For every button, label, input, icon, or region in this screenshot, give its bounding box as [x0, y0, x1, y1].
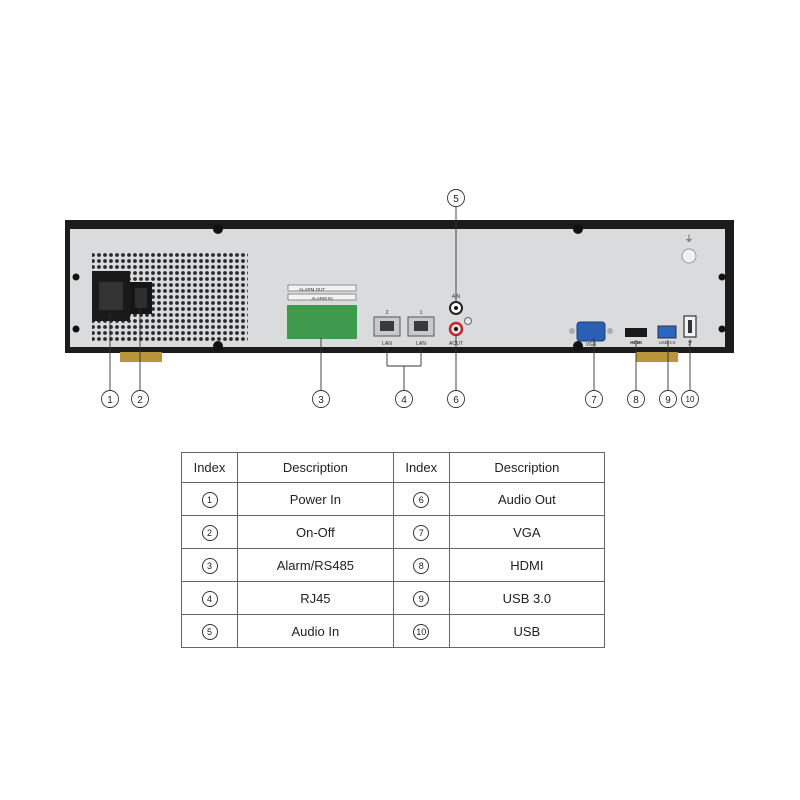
usb-port-tongue	[688, 320, 692, 333]
vga-screw-icon	[607, 328, 613, 334]
description-cell: USB	[448, 614, 606, 648]
index-cell: 5	[180, 614, 239, 648]
description-cell: Audio In	[237, 614, 394, 648]
description-cell: Audio Out	[448, 482, 606, 516]
vga-label: VGA	[586, 342, 597, 348]
callout-circles	[101, 189, 699, 408]
ground-icon: ⏚	[684, 234, 693, 244]
description-cell: On-Off	[237, 515, 394, 549]
callout-8: 8	[633, 395, 639, 406]
callout-9: 9	[665, 395, 671, 406]
description-cell: USB 3.0	[448, 581, 606, 615]
callout-6: 6	[453, 395, 459, 406]
audio-in-hole	[454, 306, 458, 310]
description-cell: Alarm/RS485	[237, 548, 394, 582]
index-cell: 4	[180, 581, 239, 615]
description-cell: Power In	[237, 482, 394, 516]
index-cell: 7	[392, 515, 450, 549]
callout-3: 3	[318, 395, 324, 406]
description-cell: VGA	[448, 515, 606, 549]
index-badge: 6	[413, 491, 430, 508]
callout-1: 1	[107, 395, 113, 406]
rubber-foot	[120, 352, 162, 362]
lan-label-2: LAN	[382, 341, 392, 347]
ground-screw	[681, 248, 697, 264]
rubber-foot	[636, 352, 678, 362]
audio-out-hole	[454, 327, 458, 331]
port-description-table: Index Description Index Description 1 Po…	[180, 452, 606, 648]
table-header-row: Index Description Index Description	[180, 452, 606, 483]
vga-screw-icon	[569, 328, 575, 334]
callout-2: 2	[137, 395, 143, 406]
lan-port-socket	[414, 321, 428, 331]
screw-icon	[573, 341, 583, 351]
screw-icon	[718, 325, 726, 333]
callout-7: 7	[591, 395, 597, 406]
alarm-terminal-block[interactable]	[287, 284, 357, 339]
index-cell: 3	[180, 548, 239, 582]
index-cell: 10	[392, 614, 450, 648]
lan-port-socket	[380, 321, 394, 331]
callout-10: 10	[686, 395, 695, 404]
index-cell: 9	[392, 581, 450, 615]
description-cell: RJ45	[237, 581, 394, 615]
table-row: 3 Alarm/RS485 8 HDMI	[180, 548, 606, 582]
power-switch-rocker	[135, 288, 147, 308]
lan-index-1: 1	[420, 310, 423, 316]
header-index: Index	[392, 452, 450, 483]
index-badge: 10	[413, 623, 430, 640]
description-cell: HDMI	[448, 548, 606, 582]
index-badge: 4	[201, 590, 218, 607]
index-cell: 2	[180, 515, 239, 549]
header-description: Description	[237, 452, 394, 483]
usb3-label: USB 3.0	[659, 340, 676, 345]
lan-label-1: LAN	[416, 341, 426, 347]
index-badge: 7	[413, 524, 430, 541]
lan-index-2: 2	[386, 310, 389, 316]
index-cell: 1	[180, 482, 239, 516]
power-socket-inner	[99, 282, 123, 310]
table-row: 1 Power In 6 Audio Out	[180, 482, 606, 516]
screw-icon	[573, 224, 583, 234]
leader-lines	[109, 206, 691, 390]
audio-screw-icon	[464, 317, 472, 325]
index-badge: 5	[201, 623, 218, 640]
table-row: 5 Audio In 10 USB	[180, 614, 606, 648]
screw-icon	[72, 273, 80, 281]
index-cell: 6	[392, 482, 450, 516]
screw-icon	[213, 341, 223, 351]
screw-icon	[72, 325, 80, 333]
index-badge: 2	[201, 524, 218, 541]
screw-icon	[213, 224, 223, 234]
alarm-in-label: ALARM IN	[311, 296, 332, 301]
callout-5: 5	[453, 194, 459, 205]
nvr-rear-panel-diagram: ALARM OUT ALARM IN 2 1 LAN LAN AIN AOUT …	[65, 189, 734, 408]
index-badge: 9	[413, 590, 430, 607]
index-badge: 1	[201, 491, 218, 508]
hdmi-port[interactable]	[625, 328, 647, 337]
header-description: Description	[448, 452, 606, 483]
header-index: Index	[180, 452, 239, 483]
usb3-port[interactable]	[657, 325, 677, 339]
vga-port[interactable]	[576, 321, 606, 342]
table-row: 2 On-Off 7 VGA	[180, 515, 606, 549]
alarm-out-label: ALARM OUT	[299, 287, 326, 292]
callout-4: 4	[401, 395, 407, 406]
index-badge: 3	[201, 557, 218, 574]
table-row: 4 RJ45 9 USB 3.0	[180, 581, 606, 615]
index-cell: 8	[392, 548, 450, 582]
screw-icon	[718, 273, 726, 281]
index-badge: 8	[413, 557, 430, 574]
